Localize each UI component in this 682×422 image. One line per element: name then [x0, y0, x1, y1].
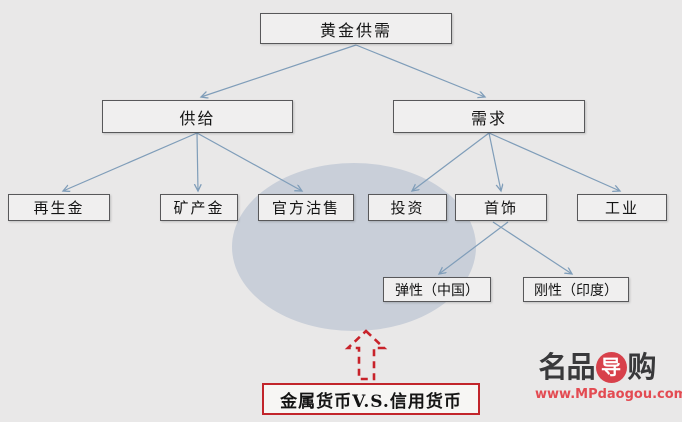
- node-jewelry: 首饰: [455, 194, 547, 221]
- edges: [63, 44, 620, 274]
- edge-demand-industry: [488, 132, 620, 191]
- watermark-url: www.MPdaogou.com: [535, 387, 682, 402]
- node-mined-gold: 矿产金: [160, 194, 238, 221]
- node-industry: 工业: [577, 194, 667, 221]
- node-official-sales: 官方沽售: [258, 194, 354, 221]
- edge-supply-official: [196, 132, 302, 191]
- node-metal-vs-credit-currency: 金属货币V.S.信用货币: [262, 383, 480, 415]
- node-investment: 投资: [368, 194, 447, 221]
- node-label: 需求: [470, 108, 507, 128]
- watermark-logo: 名品 导 购: [535, 348, 659, 386]
- node-label: 首饰: [483, 199, 518, 217]
- node-label: 再生金: [33, 199, 85, 217]
- node-label: 工业: [604, 199, 639, 217]
- node-label: 矿产金: [173, 199, 225, 217]
- edge-jewelry-elastic: [439, 221, 509, 274]
- node-rigid-india: 刚性（印度）: [523, 277, 629, 302]
- node-label: 刚性（印度）: [534, 282, 618, 299]
- node-recycled-gold: 再生金: [8, 194, 110, 221]
- highlight-ellipse: [232, 163, 476, 331]
- node-label: 黄金供需: [319, 20, 392, 40]
- edge-root-supply: [201, 44, 357, 97]
- edge-root-demand: [355, 44, 485, 97]
- edge-supply-recycled: [63, 132, 198, 191]
- brand-circle-icon: 导: [595, 351, 627, 383]
- node-demand: 需求: [393, 100, 585, 133]
- node-gold-supply-demand: 黄金供需: [260, 13, 452, 44]
- edge-demand-investment: [412, 132, 490, 191]
- brand-text-left: 名品: [538, 350, 595, 384]
- node-elastic-china: 弹性（中国）: [383, 277, 491, 302]
- node-label: 弹性（中国）: [395, 282, 479, 299]
- red-dashed-up-arrow: [344, 329, 388, 381]
- brand-text-right: 购: [627, 350, 657, 384]
- watermark-mpdaogou: 名品 导 购 www.MPdaogou.com: [535, 348, 682, 402]
- node-supply: 供给: [102, 100, 293, 133]
- edge-supply-mined: [197, 132, 198, 191]
- edge-demand-jewelry: [488, 132, 501, 191]
- edge-jewelry-rigid: [492, 221, 572, 274]
- node-label: 金属货币V.S.信用货币: [280, 391, 462, 412]
- node-label: 供给: [179, 108, 216, 128]
- node-label: 投资: [390, 199, 425, 217]
- node-label: 官方沽售: [271, 199, 340, 217]
